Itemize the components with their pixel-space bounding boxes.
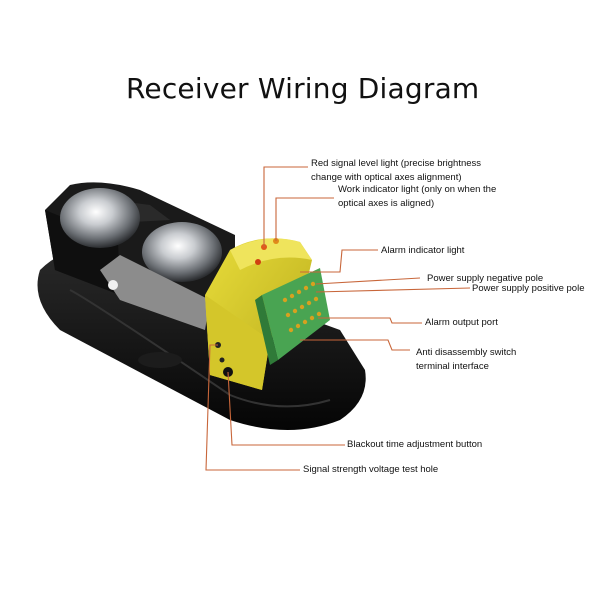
leader-power-negative bbox=[315, 277, 421, 285]
leader-alarm-output bbox=[318, 317, 422, 324]
leader-work-indicator bbox=[275, 197, 334, 241]
label-red-signal-line1: Red signal level light (precise brightne… bbox=[311, 158, 482, 169]
leader-blackout bbox=[227, 371, 345, 446]
label-signal-test-hole: Signal strength voltage test hole bbox=[303, 464, 439, 475]
label-work-indicator-line2: optical axes is aligned) bbox=[338, 198, 435, 209]
label-power-positive: Power supply positive pole bbox=[472, 283, 585, 294]
leader-red-signal bbox=[263, 166, 308, 247]
leader-lines bbox=[205, 166, 471, 471]
leader-signal-test bbox=[205, 344, 300, 471]
label-anti-disassembly-line2: terminal interface bbox=[416, 361, 489, 372]
label-work-indicator-line1: Work indicator light (only on when the bbox=[338, 184, 497, 195]
label-power-negative: Power supply negative pole bbox=[427, 273, 544, 284]
leader-anti-disassembly bbox=[300, 339, 410, 351]
mounting-bracket bbox=[100, 255, 210, 330]
label-blackout-button: Blackout time adjustment button bbox=[347, 439, 483, 450]
terminal-block bbox=[255, 268, 330, 365]
label-alarm-output: Alarm output port bbox=[425, 317, 498, 328]
label-anti-disassembly-line1: Anti disassembly switch bbox=[416, 347, 517, 358]
right-lens bbox=[142, 222, 222, 282]
leader-power-positive bbox=[315, 287, 471, 293]
label-alarm-indicator: Alarm indicator light bbox=[381, 245, 465, 256]
leader-alarm-indicator bbox=[300, 249, 378, 273]
left-lens bbox=[60, 188, 140, 248]
label-red-signal-line2: change with optical axes alignment) bbox=[311, 172, 462, 183]
diagram-title: Receiver Wiring Diagram bbox=[126, 72, 480, 105]
